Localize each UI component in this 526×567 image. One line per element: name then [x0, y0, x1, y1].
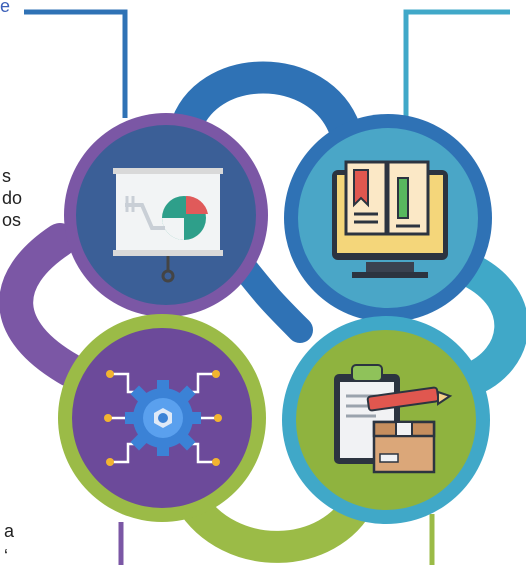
callout-line-top-left — [24, 9, 128, 118]
segment-top-left — [64, 113, 268, 317]
text-fragment-top-left: e — [0, 0, 11, 16]
text-fragment-bottom-left-1: a — [4, 521, 15, 541]
band-bottom — [174, 484, 376, 563]
band-right — [453, 253, 526, 397]
open-book-monitor-icon — [332, 160, 448, 278]
connector-bands — [0, 61, 526, 563]
band-left — [0, 223, 87, 387]
text-fragment-bottom-left-2: ‘ — [4, 546, 8, 566]
segment-top-right — [284, 114, 492, 322]
gear-network-icon — [104, 370, 222, 466]
callout-line-top-right — [403, 9, 510, 118]
band-top — [169, 61, 361, 146]
segment-bottom-left — [58, 314, 266, 522]
presentation-chart-icon — [113, 168, 223, 283]
text-fragment-left-2: do — [2, 188, 23, 208]
clipboard-package-icon — [334, 364, 453, 474]
segment-bottom-right — [282, 316, 490, 524]
text-fragment-left-1: s — [2, 166, 11, 186]
text-fragment-left-3: os — [2, 210, 22, 230]
